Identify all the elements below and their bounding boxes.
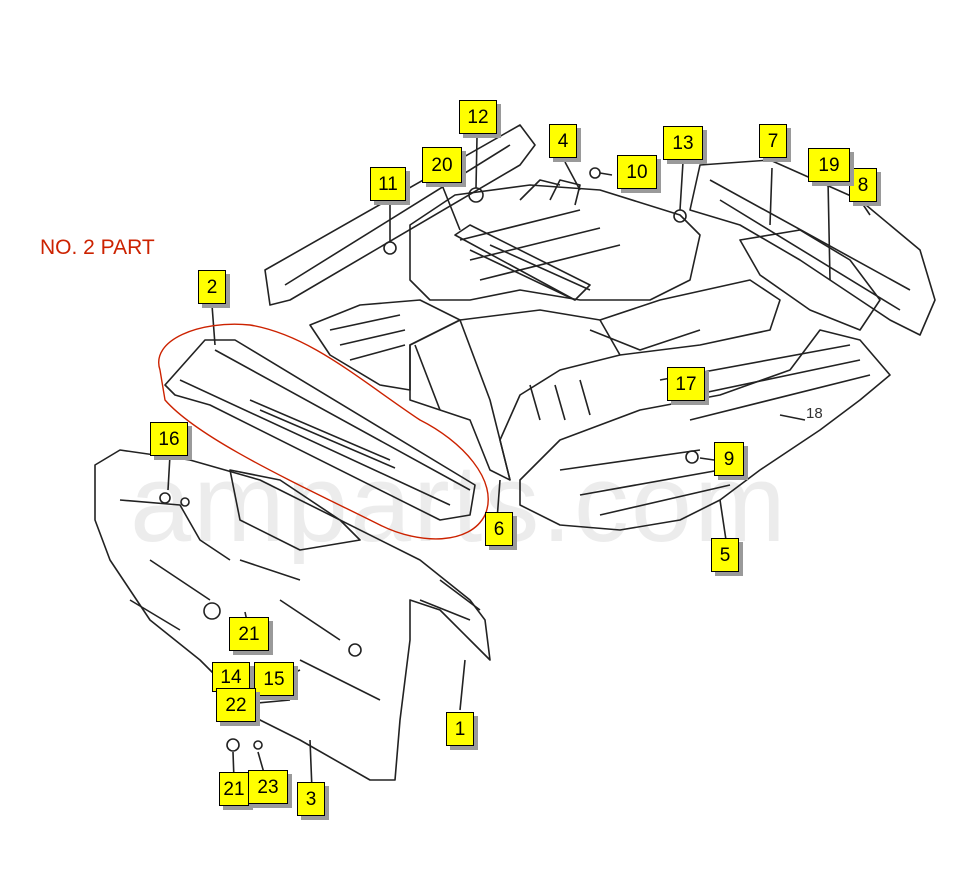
label-18[interactable]: 18 bbox=[806, 405, 823, 422]
callout-4[interactable]: 4 bbox=[549, 124, 577, 158]
callout-1[interactable]: 1 bbox=[446, 712, 474, 746]
highlight-outline bbox=[158, 323, 489, 540]
callout-13[interactable]: 13 bbox=[663, 126, 703, 160]
callout-16[interactable]: 16 bbox=[150, 422, 188, 456]
part-title: NO. 2 PART bbox=[40, 236, 155, 259]
rear-panel-left bbox=[264, 124, 536, 306]
rear-floor-pan bbox=[409, 184, 701, 301]
callout-5[interactable]: 5 bbox=[711, 538, 739, 572]
callout-21-lower[interactable]: 21 bbox=[219, 772, 249, 806]
right-front-floor bbox=[519, 329, 891, 531]
callout-22[interactable]: 22 bbox=[216, 688, 256, 722]
callout-3[interactable]: 3 bbox=[297, 782, 325, 816]
callout-19[interactable]: 19 bbox=[808, 148, 850, 182]
callout-11[interactable]: 11 bbox=[370, 167, 406, 201]
callout-2[interactable]: 2 bbox=[198, 270, 226, 304]
rear-cross-member bbox=[454, 224, 591, 301]
callout-20[interactable]: 20 bbox=[422, 147, 462, 183]
callout-15[interactable]: 15 bbox=[254, 662, 294, 696]
left-floor bbox=[309, 299, 461, 391]
callout-8[interactable]: 8 bbox=[849, 168, 877, 202]
side-sill bbox=[689, 159, 936, 336]
callout-6[interactable]: 6 bbox=[485, 512, 513, 546]
callout-14[interactable]: 14 bbox=[212, 662, 250, 692]
callout-12[interactable]: 12 bbox=[459, 100, 497, 134]
callout-10[interactable]: 10 bbox=[617, 155, 657, 189]
callout-9[interactable]: 9 bbox=[714, 442, 744, 476]
callout-23[interactable]: 23 bbox=[248, 770, 288, 804]
callout-17[interactable]: 17 bbox=[667, 367, 705, 401]
callout-7[interactable]: 7 bbox=[759, 124, 787, 158]
callout-21-upper[interactable]: 21 bbox=[229, 617, 269, 651]
watermark: amparts.com bbox=[130, 442, 788, 565]
